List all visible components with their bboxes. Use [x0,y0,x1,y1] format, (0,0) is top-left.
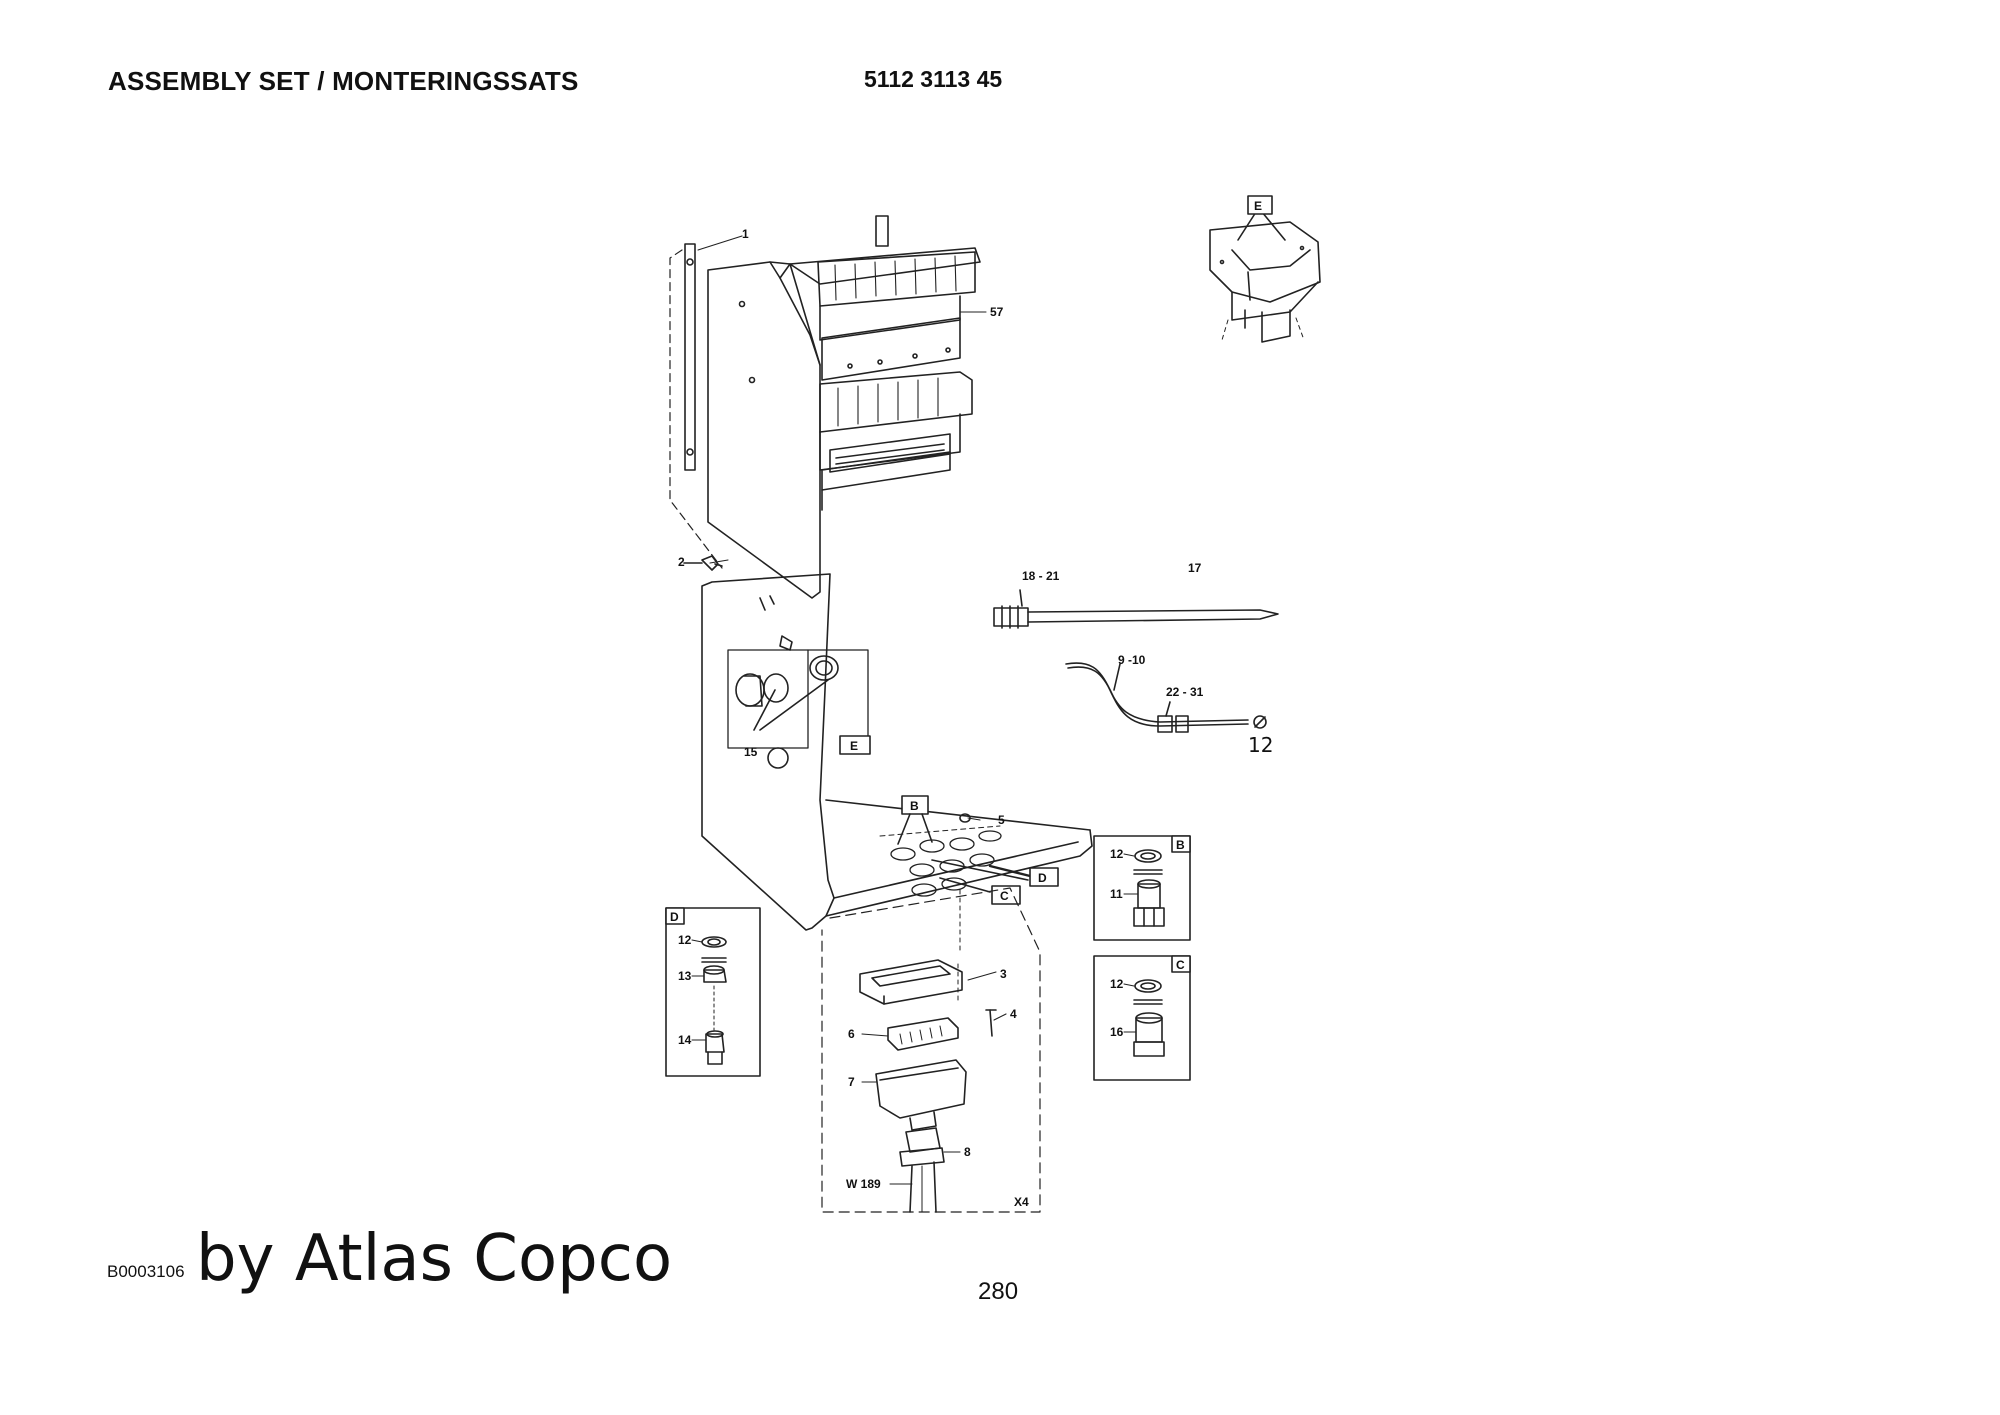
callout-d-13: 13 [678,969,692,983]
callout-c-16: 16 [1110,1025,1124,1039]
floor-leader-lines [897,795,1059,905]
callout-3: 3 [1000,967,1007,981]
callout-leaders [691,235,1139,1185]
callout-d-14: 14 [678,1033,692,1047]
callout-d-12: 12 [678,933,692,947]
callout-17: 17 [1188,561,1202,575]
callout-2: 2 [678,555,685,569]
callout-9-10: 9 -10 [1118,653,1146,667]
brand-watermark: by Atlas Copco [196,1222,673,1296]
cable-tie-17-drawing [993,589,1279,629]
detail-tag-d-main: D [1038,871,1047,885]
callout-b-11: 11 [1110,887,1123,901]
cable-assembly-drawing [1065,662,1267,733]
assembly-part-number: 5112 3113 45 [864,66,1003,92]
callout-b-12: 12 [1110,847,1124,861]
detail-tag-e-top: E [1254,199,1262,213]
detail-e-drawing [1209,211,1321,343]
page-number: 280 [978,1278,1019,1305]
callout-7: 7 [848,1075,855,1089]
callout-1: 1 [742,227,749,241]
detail-tag-d-box: D [670,910,679,924]
callout-22-31: 22 - 31 [1166,685,1204,699]
callout-4: 4 [1010,1007,1017,1021]
detail-tag-c-box: C [1176,958,1185,972]
callout-8: 8 [964,1145,971,1159]
screw-part-2-drawing [683,555,723,571]
callout-5: 5 [998,813,1005,827]
page-title: ASSEMBLY SET / MONTERINGSSATS [108,66,579,96]
callout-18-21: 18 - 21 [1022,569,1060,583]
detail-tag-e-top-box [1247,195,1273,215]
callout-6: 6 [848,1027,855,1041]
detail-b-drawing [1093,835,1191,941]
callout-12-handwritten: 12 [1248,733,1273,757]
detail-tag-b-box: B [1176,838,1185,852]
callout-c-12: 12 [1110,977,1124,991]
detail-e-frame [727,649,809,749]
upper-cabinet-drawing [669,215,981,599]
callout-15: 15 [744,745,758,759]
detail-tag-e-frame: E [850,739,858,753]
document-code: B0003106 [107,1262,185,1281]
detail-tag-c-main: C [1000,889,1009,903]
callout-57: 57 [990,305,1004,319]
lower-housing-drawing [701,573,1093,951]
detail-c-drawing [1093,955,1191,1081]
detail-tag-b-main: B [910,799,919,813]
callout-x4: X4 [1014,1195,1029,1209]
connector-x4-drawing [821,887,1041,1213]
callout-w189: W 189 [846,1177,881,1191]
detail-d-drawing [665,907,761,1077]
detail-tag-e-box-frame [839,735,871,755]
